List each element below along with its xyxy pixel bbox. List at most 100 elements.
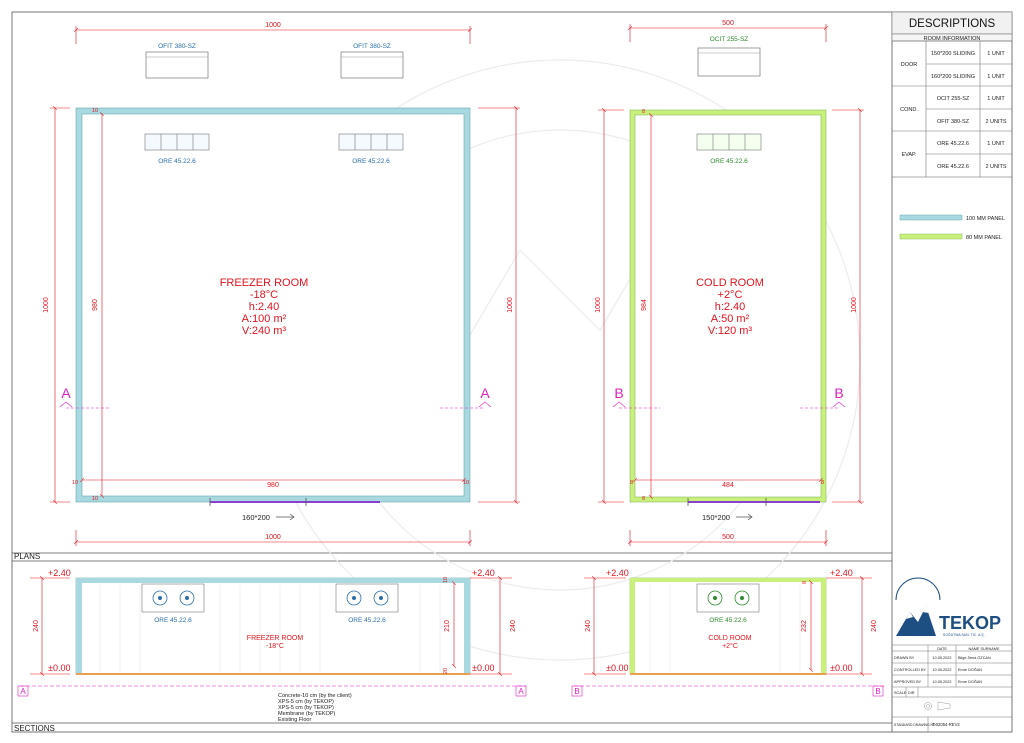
legend-label: 100 MM PANEL: [966, 216, 1005, 222]
tb-date: 10.05.2022: [932, 656, 951, 660]
legend-swatch-100mm: [899, 214, 963, 221]
room-temp: -18°C: [250, 289, 278, 301]
tb-scale-label: SCALE: [894, 691, 907, 695]
section-mark: A: [61, 385, 71, 401]
condenser-unit: [145, 51, 209, 79]
tb-number-label: STANDARD DRAWING NO: [894, 723, 936, 727]
dim-left: 240: [33, 620, 40, 632]
floor-layer: Membrane (by TEKOP): [278, 711, 336, 717]
level-floor: ±0.00: [48, 663, 70, 673]
room-area: A:100 m²: [242, 313, 287, 325]
room-name: FREEZER ROOM: [247, 635, 304, 642]
dim-right: 240: [871, 620, 878, 632]
item-qty: 2 UNITS: [985, 164, 1006, 170]
dim-right: 1000: [851, 297, 858, 313]
dimension-lines: [598, 24, 864, 546]
evaporator-unit: [335, 583, 399, 613]
descriptions-panel: DESCRIPTIONS ROOM INFORMATION DOOR 150*2…: [891, 11, 1013, 733]
wall-tick: 10: [443, 577, 449, 583]
evaporator-unit: [696, 583, 760, 613]
room-name: COLD ROOM: [696, 277, 764, 289]
dim-inner: 210: [444, 620, 451, 632]
tb-date: 10.05.2022: [932, 668, 951, 672]
section-mark: A: [20, 687, 26, 696]
legend-label: 80 MM PANEL: [966, 235, 1002, 241]
section-marker-icon: [612, 401, 846, 409]
condenser-label: OFIT 380-SZ: [353, 43, 391, 50]
item-name: OCIT 255-SZ: [937, 96, 970, 102]
room-name: COLD ROOM: [708, 635, 751, 642]
dim-left: 1000: [595, 297, 602, 313]
group-label: DOOR: [901, 62, 918, 68]
legend-swatch-80mm: [899, 233, 963, 240]
condenser-unit: [340, 51, 404, 79]
room-temp: +2°C: [722, 642, 738, 650]
item-qty: 1 UNIT: [987, 74, 1005, 80]
dim-right: 240: [510, 620, 517, 632]
wall-tick: 8: [821, 480, 824, 486]
evaporator-unit: [141, 583, 205, 613]
dim-inner-bottom: 484: [722, 482, 734, 489]
dim-inner-left: 980: [92, 299, 99, 311]
evaporator-label: ORE 45.22.6: [709, 617, 747, 624]
tb-scale-value: DIR: [908, 691, 915, 695]
room-height: h:2.40: [715, 301, 746, 313]
freezer-section: ORE 45.22.6 ORE 45.22.6 FREEZER ROOM -18…: [17, 568, 527, 723]
evaporator-label: ORE 45.22.6: [710, 158, 748, 165]
door-size: 150*200: [702, 513, 730, 522]
dimension-lines: [584, 578, 872, 674]
dim-bottom: 1000: [265, 534, 281, 541]
wall-tick: 20: [443, 668, 449, 674]
item-name: OFIT 380-SZ: [937, 119, 970, 125]
room-volume: V:120 m³: [708, 325, 753, 337]
room-volume: V:240 m³: [242, 325, 287, 337]
wall-tick: 8: [802, 581, 808, 584]
plans-label: PLANS: [14, 552, 40, 561]
projection-symbol-icon: [924, 701, 951, 711]
dim-inner-bottom: 980: [267, 482, 279, 489]
freezer-interior: [81, 113, 465, 497]
evaporator-label: ORE 45.22.6: [154, 617, 192, 624]
floor-layer: XPS-5 cm (by TEKOP): [278, 699, 334, 705]
room-info-table: [891, 40, 1013, 178]
level-floor: ±0.00: [606, 663, 628, 673]
room-temp: +2°C: [718, 289, 743, 301]
fan-icon: [179, 590, 195, 606]
item-name: 150*200 SLIDING: [931, 51, 975, 57]
item-qty: 2 UNITS: [985, 119, 1006, 125]
condenser-unit: [697, 47, 761, 77]
fan-icon: [707, 590, 723, 606]
cold-interior: [634, 114, 822, 498]
item-name: ORE 45.22.6: [937, 141, 969, 147]
brand-logo-subtitle: SOĞUTMA SAN. TİC. A.Ş.: [943, 632, 985, 637]
level-floor: ±0.00: [830, 663, 852, 673]
wall-hatch: [99, 585, 441, 672]
section-mark: B: [834, 385, 843, 401]
tb-role: CONTROLLED BY: [894, 668, 927, 672]
dim-top: 1000: [265, 22, 281, 29]
tb-name: Bilge Sena ÖZCAN: [958, 656, 991, 660]
section-mark: B: [614, 385, 623, 401]
brand-logo-text: TEKOP: [939, 613, 1001, 633]
fan-icon: [346, 590, 362, 606]
cold-plan: OCIT 255-SZ ORE 45.22.6 COLD ROOM +2°C h…: [595, 20, 864, 546]
evaporator-label: ORE 45.22.6: [352, 158, 390, 165]
condenser-label: OFIT 380-SZ: [158, 43, 196, 50]
door-size: 160*200: [242, 513, 270, 522]
title-block: [891, 644, 1013, 733]
cold-section: ORE 45.22.6 COLD ROOM +2°C 240 240 232 8…: [571, 568, 884, 697]
wall-tick: 10: [72, 480, 78, 486]
wall-hatch: [649, 585, 801, 672]
sections-label: SECTIONS: [14, 724, 55, 733]
level-top: +2.40: [830, 568, 853, 578]
fan-icon: [373, 590, 389, 606]
tb-header: DATE: [937, 647, 947, 651]
evaporator-label: ORE 45.22.6: [348, 617, 386, 624]
tb-name: Emre DOĞAN: [958, 679, 982, 684]
dim-bottom: 500: [722, 534, 734, 541]
tb-number-value: T-02054-REV2: [932, 722, 960, 727]
fan-icon: [152, 590, 168, 606]
dim-right: 1000: [507, 297, 514, 313]
